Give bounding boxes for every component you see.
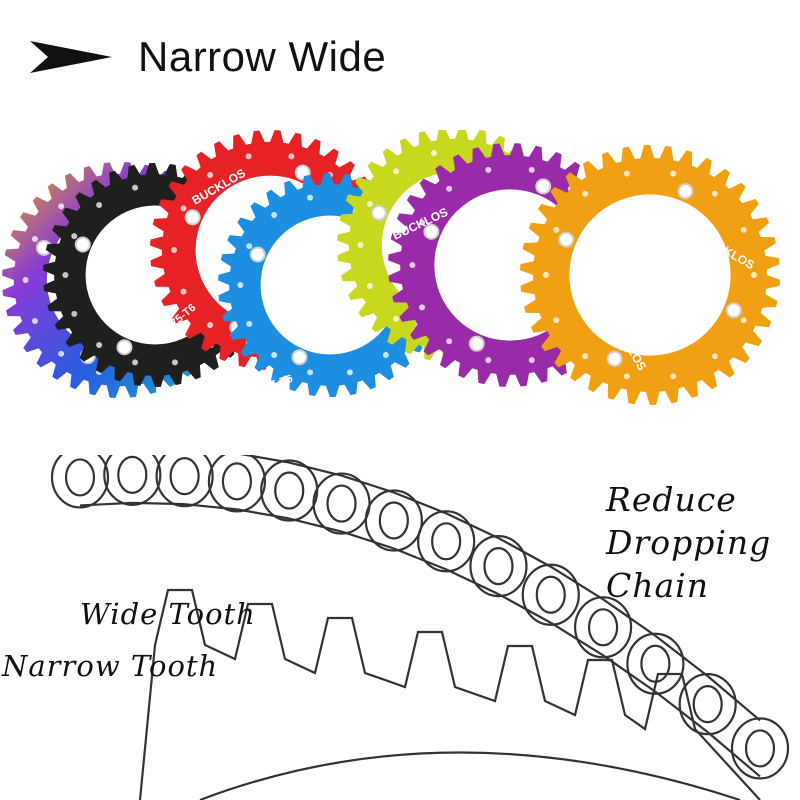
chain-link <box>417 510 499 596</box>
chain-link <box>50 455 133 509</box>
chainring-teeth-outline <box>138 588 761 800</box>
chainring-lineup: BUCKLOSBUCKLOSBUCKLOSBUCKLOS7075-T67075-… <box>2 130 780 412</box>
narrow-tooth-label: Narrow Tooth <box>2 649 219 683</box>
chain-link <box>626 632 709 734</box>
alloy-label: 7075-T6 <box>719 387 762 412</box>
chainring <box>520 145 780 405</box>
chain-link <box>521 563 604 657</box>
chain-link <box>730 717 790 780</box>
chain-link <box>103 455 185 506</box>
chainring-inner-arc <box>199 751 741 800</box>
chain-link <box>678 673 761 778</box>
chain-link <box>469 534 552 624</box>
callout-line-1: Reduce <box>606 480 737 519</box>
wide-tooth-label: Wide Tooth <box>80 597 256 631</box>
callout-line-2: Dropping <box>606 523 772 562</box>
callout-line-3: Chain <box>606 566 709 605</box>
header: Narrow Wide <box>28 22 386 92</box>
chain-link <box>364 489 447 571</box>
page-title: Narrow Wide <box>138 33 387 80</box>
reduce-dropping-chain-callout: Reduce Dropping Chain <box>606 478 771 607</box>
tooth-diagram <box>50 455 790 800</box>
chain-link <box>573 596 657 693</box>
chain-link <box>155 455 238 511</box>
arrow-right-icon <box>28 37 114 77</box>
